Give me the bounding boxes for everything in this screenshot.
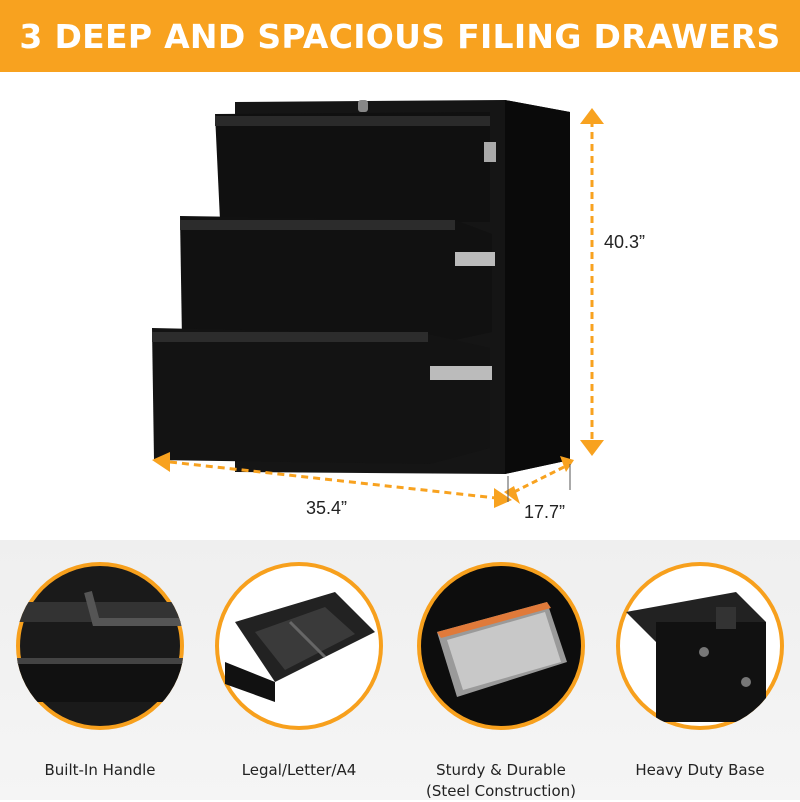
product-hero: 40.3” 35.4” 17.7”: [0, 72, 800, 540]
depth-arrow-right: [560, 456, 574, 472]
steel-sheets-image: [417, 562, 585, 730]
cabinet-side: [505, 100, 570, 474]
title-banner: 3 DEEP AND SPACIOUS FILING DRAWERS: [0, 0, 800, 72]
feature-label-line1: Sturdy & Durable: [436, 761, 566, 779]
drawer-bottom-rail: [430, 366, 492, 380]
drawer-middle-handle: [180, 220, 455, 230]
drawer-bottom-handle: [152, 332, 428, 342]
handle-image: [16, 562, 184, 730]
drawer-interior-image: [215, 562, 383, 730]
drawer-top-handle: [215, 116, 490, 126]
width-dimension-line: [169, 460, 497, 500]
feature-built-in-handle: Built-In Handle: [10, 562, 190, 781]
feature-legal-letter-a4: Legal/Letter/A4: [209, 562, 389, 781]
feature-label: Built-In Handle: [44, 761, 156, 779]
filing-cabinet-illustration: [152, 100, 604, 508]
base-image: [616, 562, 784, 730]
drawer-bottom: [152, 328, 490, 464]
height-arrow-bottom: [580, 440, 604, 456]
lock-icon: [358, 100, 368, 112]
drawer-top: [215, 112, 490, 222]
drawer-top-rail: [484, 142, 496, 162]
feature-sturdy-durable: Sturdy & Durable (Steel Construction): [411, 562, 591, 802]
width-arrow-right: [494, 488, 512, 508]
feature-label: Legal/Letter/A4: [241, 761, 357, 779]
feature-label: Heavy Duty Base: [635, 761, 765, 779]
width-label: 35.4”: [306, 498, 348, 518]
width-arrow-left: [152, 452, 170, 472]
feature-heavy-duty-base: Heavy Duty Base: [610, 562, 790, 781]
depth-label: 17.7”: [524, 502, 566, 522]
banner-title: 3 DEEP AND SPACIOUS FILING DRAWERS: [19, 16, 781, 56]
feature-label-line2: (Steel Construction): [425, 782, 576, 800]
height-arrow-top: [580, 108, 604, 124]
height-label: 40.3”: [604, 232, 646, 252]
drawer-middle: [180, 216, 492, 340]
features-section: Built-In Handle Legal/Letter/A4 Sturdy &…: [0, 540, 800, 800]
drawer-middle-rail: [455, 252, 495, 266]
